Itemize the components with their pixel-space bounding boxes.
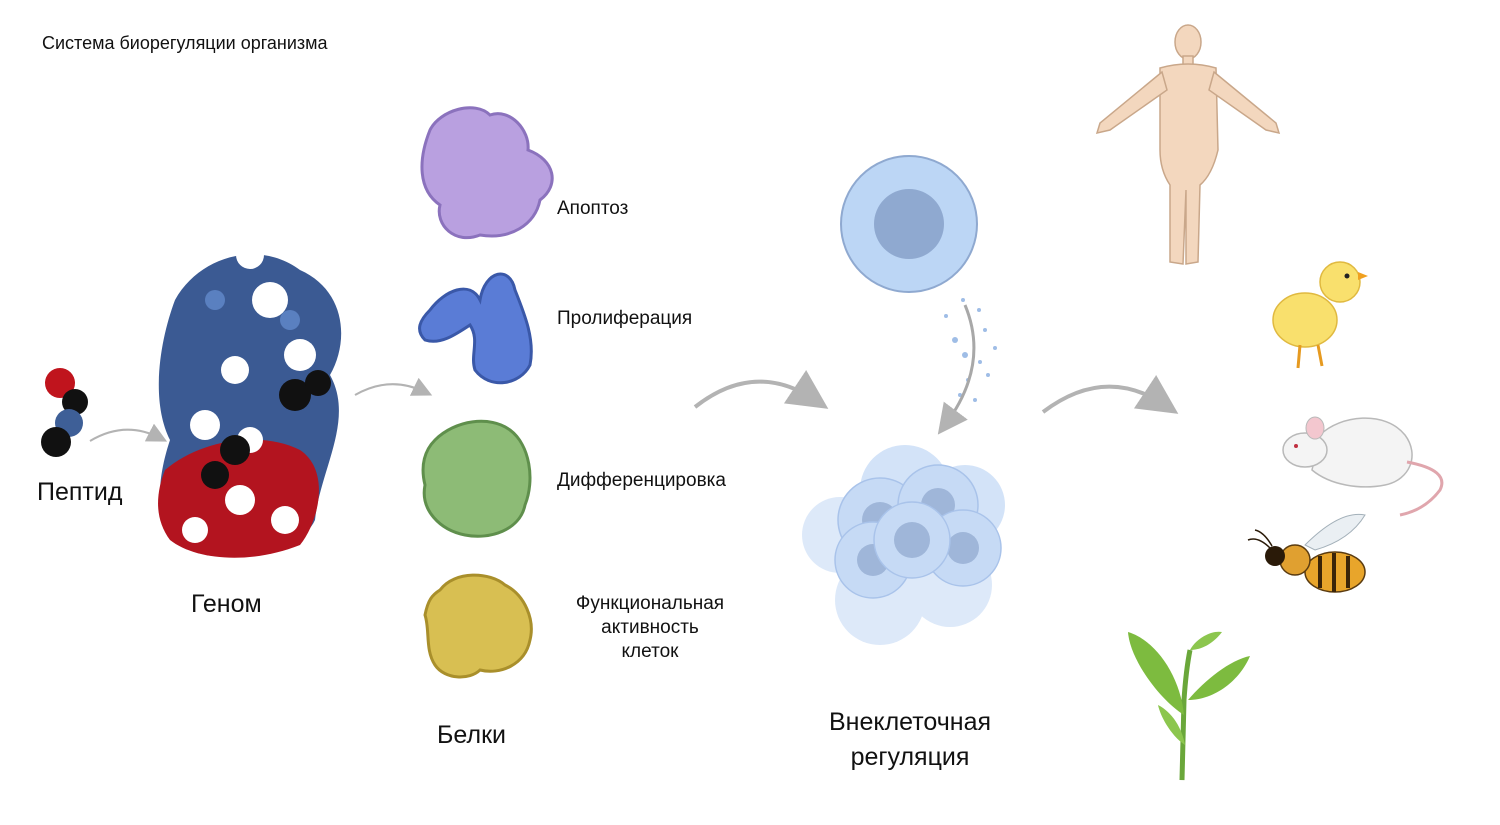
peptide-label: Пептид — [37, 478, 123, 506]
arrow-cell-to-cluster — [937, 304, 976, 435]
apoptosis-protein-icon — [420, 106, 554, 240]
arrow-proteins-to-extracellular — [693, 370, 829, 409]
extracellular-label-line2: регуляция — [850, 743, 970, 771]
proliferation-label: Пролиферация — [557, 308, 693, 329]
diagram-title: Система биорегуляции организма — [42, 33, 328, 53]
cell-activity-label-line2: активность — [601, 617, 699, 638]
bee-icon — [1247, 513, 1366, 593]
peptide-molecule-icon — [41, 368, 88, 457]
proteins-label: Белки — [437, 721, 506, 749]
arrow-extracellular-to-organisms — [1041, 375, 1179, 414]
secretion-dots-icon — [944, 298, 997, 402]
cell-activity-protein-icon — [423, 573, 533, 679]
cell-activity-label-line1: Функциональная — [575, 593, 725, 614]
genome-label: Геном — [191, 590, 262, 618]
cell-activity-label-line3: клеток — [621, 641, 679, 662]
arrow-genome-to-proteins — [354, 377, 433, 396]
plant-icon — [1128, 631, 1250, 781]
extracellular-label: Внеклеточная регуляция — [800, 705, 1020, 775]
extracellular-label-line1: Внеклеточная — [828, 708, 992, 736]
apoptosis-label: Апоптоз — [557, 198, 629, 219]
differentiation-protein-icon — [421, 419, 532, 538]
proliferation-protein-icon — [418, 272, 533, 385]
differentiation-label: Дифференцировка — [557, 470, 726, 491]
rat-icon — [1282, 416, 1444, 517]
chick-icon — [1272, 261, 1368, 369]
cell-activity-label: Функциональная активность клеток — [555, 592, 745, 664]
arrow-peptide-to-genome — [89, 423, 168, 442]
genome-structure-icon — [158, 241, 342, 558]
human-icon — [1095, 24, 1281, 265]
single-cell-icon — [840, 155, 978, 293]
cell-cluster-icon — [802, 445, 1005, 645]
